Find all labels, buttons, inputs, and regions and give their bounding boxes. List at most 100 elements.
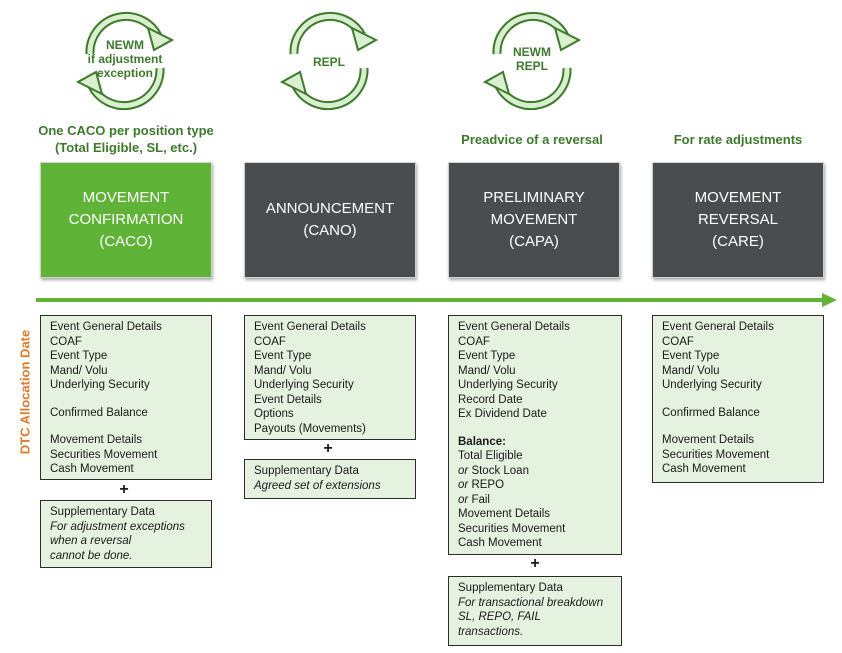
field-item: Event Type	[662, 350, 720, 362]
message-box-cano: ANNOUNCEMENT (CANO)	[244, 162, 416, 278]
balance-text: Total Eligible	[458, 450, 523, 462]
balance-item: or Fail	[458, 493, 615, 508]
field-list-caco: Event General Details COAF Event Type Ma…	[40, 315, 212, 480]
caption-line: Preadvice of a reversal	[461, 132, 603, 147]
balance-heading: Balance:	[458, 435, 506, 448]
cycle-label-line: REPL	[515, 59, 548, 73]
plus-sign: +	[530, 555, 540, 572]
message-box-line: PRELIMINARY	[483, 189, 585, 206]
cycle-label-caco: NEWM if adjustment exception	[85, 38, 165, 80]
field-list-capa: Event General Details COAF Event Type Ma…	[448, 315, 622, 555]
cycle-label-line: exception	[96, 66, 153, 80]
caption-capa: Preadvice of a reversal	[432, 131, 632, 148]
field-item: Mand/ Volu	[254, 364, 312, 377]
caption-line: (Total Eligible, SL, etc.)	[54, 140, 198, 155]
supplementary-box-caco: Supplementary Data For adjustment except…	[40, 500, 212, 568]
field-item: Event Type	[50, 350, 108, 362]
field-item: Payouts (Movements)	[254, 422, 366, 435]
field-item: Confirmed Balance	[662, 406, 760, 419]
cycle-label-line: NEWM	[106, 38, 144, 52]
balance-item: or REPO	[458, 478, 615, 493]
field-list-cano: Event General Details COAF Event Type Ma…	[244, 315, 416, 440]
field-item: COAF	[254, 335, 286, 348]
plus-sign: +	[119, 481, 129, 498]
balance-prefix: or	[458, 464, 469, 477]
message-box-line: ANNOUNCEMENT	[265, 200, 395, 217]
message-box-line: CONFIRMATION	[68, 211, 184, 228]
field-item: Mand/ Volu	[50, 364, 108, 377]
spacer	[662, 420, 817, 433]
field-item: Event General Details	[662, 321, 774, 333]
field-item: Event Type	[254, 350, 312, 362]
field-item: Cash Movement	[662, 463, 746, 475]
spacer	[458, 422, 615, 435]
cycle-label-line: NEWM	[513, 45, 551, 59]
field-item: COAF	[458, 335, 490, 348]
field-item: Securities Movement	[662, 448, 770, 461]
field-item: COAF	[662, 335, 694, 348]
balance-prefix: or	[458, 493, 469, 506]
cycle-label-cano: REPL	[289, 55, 369, 69]
message-box-care: MOVEMENT REVERSAL (CARE)	[652, 162, 824, 278]
field-item: Cash Movement	[458, 537, 542, 549]
field-item: Underlying Security	[662, 379, 762, 391]
message-box-line: REVERSAL	[697, 211, 779, 228]
cycle-label-line: REPL	[312, 55, 345, 69]
cycle-label-line: if adjustment	[87, 52, 163, 66]
balance-text: Stock Loan	[471, 464, 529, 477]
message-box-caco: MOVEMENT CONFIRMATION (CACO)	[40, 162, 212, 278]
message-box-line: (CAPA)	[509, 233, 559, 250]
supplementary-title: Supplementary Data	[254, 465, 359, 477]
caption-care: For rate adjustments	[638, 131, 838, 148]
spacer	[662, 393, 817, 406]
plus-sign: +	[323, 440, 333, 457]
supplementary-line: For adjustment exceptions	[50, 520, 185, 533]
supplementary-line: Agreed set of extensions	[254, 479, 381, 492]
message-box-capa: PRELIMINARY MOVEMENT (CAPA)	[448, 162, 620, 278]
supplementary-line: SL, REPO, FAIL	[458, 611, 541, 623]
message-box-line: (CACO)	[99, 233, 153, 250]
field-item: Mand/ Volu	[662, 364, 720, 377]
field-item: Confirmed Balance	[50, 406, 148, 419]
field-item: Underlying Security	[254, 379, 354, 391]
field-item: Event General Details	[254, 321, 366, 333]
field-item: Underlying Security	[458, 379, 558, 391]
message-box-line: MOVEMENT	[694, 189, 782, 206]
supplementary-box-capa: Supplementary Data For transactional bre…	[448, 576, 622, 646]
cycle-arrows-icon	[279, 11, 379, 111]
message-box-line: (CARE)	[712, 233, 764, 250]
spacer	[50, 420, 205, 433]
caption-line: One CACO per position type	[38, 123, 214, 138]
balance-text: REPO	[471, 479, 505, 491]
field-item: Event Details	[254, 393, 322, 406]
field-item: Record Date	[458, 393, 523, 406]
supplementary-line: when a reversal	[50, 535, 132, 547]
message-box-line: MOVEMENT	[490, 211, 578, 228]
supplementary-box-cano: Supplementary Data Agreed set of extensi…	[244, 459, 416, 499]
field-item: Cash Movement	[50, 463, 134, 475]
cycle-arrows-icon	[482, 11, 582, 111]
supplementary-title: Supplementary Data	[50, 506, 155, 518]
field-item: Securities Movement	[458, 522, 566, 535]
cycle-label-capa: NEWM REPL	[492, 45, 572, 73]
field-list-care: Event General Details COAF Event Type Ma…	[652, 315, 824, 483]
caption-caco: One CACO per position type (Total Eligib…	[26, 122, 226, 156]
message-box-line: MOVEMENT	[82, 189, 170, 206]
cycle-arrows-icon	[75, 11, 175, 111]
field-item: Mand/ Volu	[458, 364, 516, 377]
timeline-arrow	[36, 293, 837, 307]
field-item: Event General Details	[458, 321, 570, 333]
timeline-side-label: DTC Allocation Date	[17, 329, 33, 455]
supplementary-line: transactions.	[458, 625, 524, 638]
field-item: COAF	[50, 335, 82, 348]
field-item: Underlying Security	[50, 379, 150, 391]
supplementary-line: For transactional breakdown	[458, 596, 604, 609]
message-box-line: (CANO)	[303, 222, 357, 239]
field-item: Options	[254, 408, 294, 420]
balance-item: Total Eligible	[458, 449, 615, 464]
field-item: Securities Movement	[50, 448, 158, 461]
spacer	[50, 393, 205, 406]
caption-line: For rate adjustments	[673, 132, 803, 147]
field-item: Movement Details	[50, 434, 143, 446]
balance-prefix: or	[458, 479, 469, 491]
